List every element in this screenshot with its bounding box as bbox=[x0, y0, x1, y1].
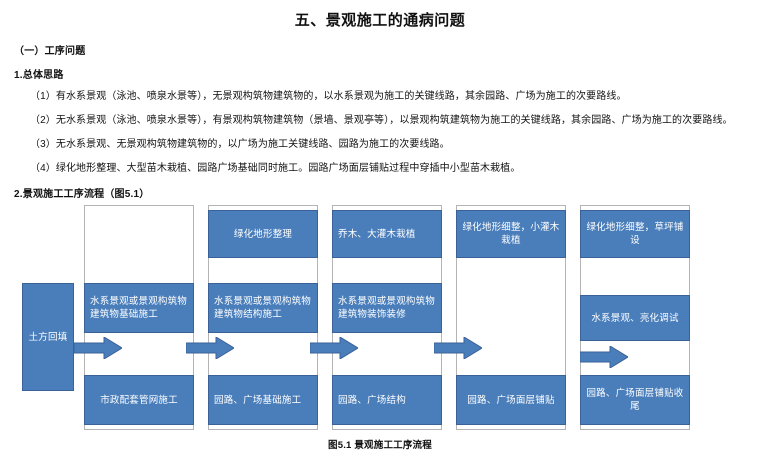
node-col5-top-label: 绿化地形细整，草坪铺设 bbox=[586, 222, 684, 246]
node-col3-middle[interactable]: 水系景观或景观构筑物建筑物装饰装修 bbox=[332, 283, 442, 333]
node-col3-top[interactable]: 乔木、大灌木栽植 bbox=[332, 210, 442, 258]
flow-arrow-icon-1 bbox=[74, 337, 122, 359]
node-col4-top[interactable]: 绿化地形细整，小灌木栽植 bbox=[456, 210, 566, 258]
node-col1-middle[interactable]: 水系景观或景观构筑物建筑物基础施工 bbox=[84, 283, 194, 333]
node-col5-bottom[interactable]: 园路、广场面层铺贴收尾 bbox=[580, 375, 690, 425]
paragraph-3: （3）无水系景观、无景观构筑物建筑物的，以广场为施工关键线路、园路为施工的次要线… bbox=[30, 139, 450, 150]
paragraph-2: （2）无水系景观（泳池、喷泉水景等），有景观构筑物建筑物（景墙、景观亭等），以景… bbox=[30, 115, 733, 126]
page-title: 五、景观施工的通病问题 bbox=[294, 12, 466, 29]
node-col3-middle-label: 水系景观或景观构筑物建筑物装饰装修 bbox=[338, 296, 436, 320]
node-col5-bottom-label: 园路、广场面层铺贴收尾 bbox=[586, 388, 684, 412]
node-start[interactable]: 土方回填 bbox=[22, 283, 74, 391]
node-col2-bottom[interactable]: 园路、广场基础施工 bbox=[208, 375, 318, 425]
node-col3-bottom[interactable]: 园路、广场结构 bbox=[332, 375, 442, 425]
node-col1-middle-label: 水系景观或景观构筑物建筑物基础施工 bbox=[90, 296, 188, 320]
node-col3-top-label: 乔木、大灌木栽植 bbox=[338, 228, 416, 240]
node-col4-bottom[interactable]: 园路、广场面层铺贴 bbox=[456, 375, 566, 425]
node-col2-top[interactable]: 绿化地形整理 bbox=[208, 210, 318, 258]
node-col5-middle-label: 水系景观、亮化调试 bbox=[591, 312, 679, 324]
node-col1-bottom[interactable]: 市政配套管网施工 bbox=[84, 375, 194, 425]
document-body: 五、景观施工的通病问题 （一）工序问题 1.总体思路 （1）有水系景观（泳池、喷… bbox=[0, 0, 760, 200]
figure-caption: 图5.1 景观施工工序流程 bbox=[328, 440, 432, 451]
node-col1-bottom-label: 市政配套管网施工 bbox=[100, 394, 178, 406]
node-start-label: 土方回填 bbox=[28, 331, 68, 343]
node-col5-middle[interactable]: 水系景观、亮化调试 bbox=[580, 295, 690, 341]
column-frame-4 bbox=[456, 205, 566, 430]
process-flow-diagram: 土方回填 绿化地形整理 乔木、大灌木栽植 绿化地形细整，小灌木栽植 绿化地形细整… bbox=[0, 205, 760, 430]
flow-arrow-icon-4 bbox=[434, 337, 482, 359]
section-heading: （一）工序问题 bbox=[14, 46, 86, 57]
node-col3-bottom-label: 园路、广场结构 bbox=[338, 394, 406, 406]
flow-arrow-icon-2 bbox=[186, 337, 234, 359]
node-col4-top-label: 绿化地形细整，小灌木栽植 bbox=[462, 222, 560, 246]
node-col2-middle[interactable]: 水系景观或景观构筑物建筑物结构施工 bbox=[208, 283, 318, 333]
node-col4-bottom-label: 园路、广场面层铺贴 bbox=[467, 394, 555, 406]
node-col5-top[interactable]: 绿化地形细整，草坪铺设 bbox=[580, 210, 690, 258]
flow-section-heading: 2.景观施工工序流程（图5.1） bbox=[14, 189, 150, 200]
node-col2-top-label: 绿化地形整理 bbox=[233, 228, 293, 240]
node-col2-bottom-label: 园路、广场基础施工 bbox=[214, 394, 302, 406]
paragraph-1: （1）有水系景观（泳池、喷泉水景等），无景观构筑物建筑物的，以水系景观为施工的关… bbox=[30, 91, 627, 102]
flow-arrow-icon-5 bbox=[580, 346, 628, 368]
paragraph-4: （4）绿化地形整理、大型苗木栽植、园路广场基础同时施工。园路广场面层铺贴过程中穿… bbox=[30, 163, 521, 174]
flow-arrow-icon-3 bbox=[310, 337, 358, 359]
node-col2-middle-label: 水系景观或景观构筑物建筑物结构施工 bbox=[214, 296, 312, 320]
subsection-heading: 1.总体思路 bbox=[14, 70, 64, 81]
